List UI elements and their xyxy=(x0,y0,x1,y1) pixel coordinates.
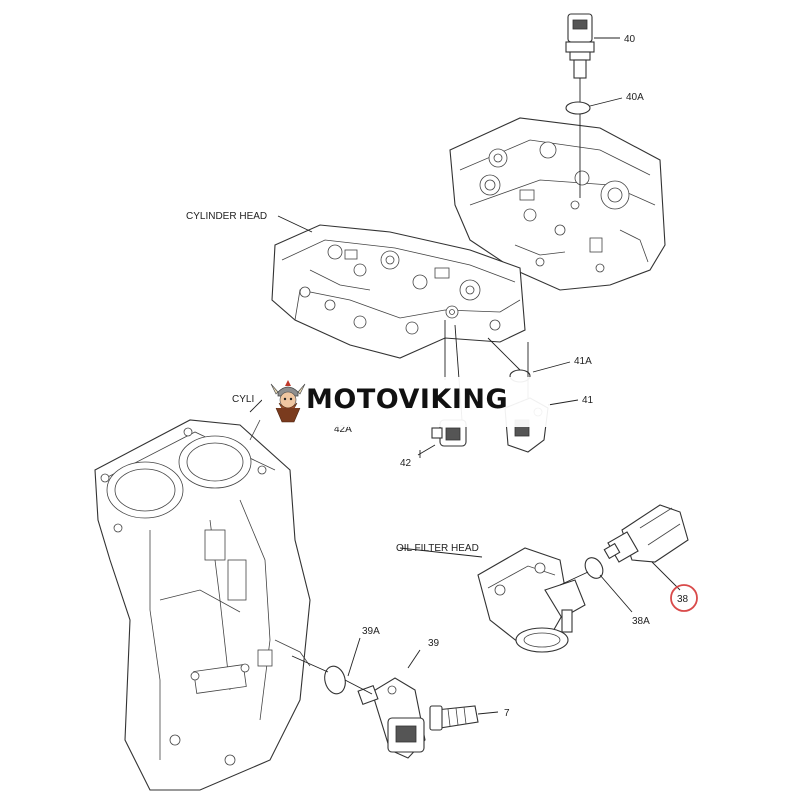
callout-38a: 38A xyxy=(632,616,650,627)
callout-39: 39 xyxy=(428,638,440,649)
brand-name: MOTOVIKING xyxy=(306,384,509,415)
pressure-sensor-38 xyxy=(603,504,689,563)
viking-mascot-icon xyxy=(270,380,306,423)
seal-39a xyxy=(324,665,346,695)
callout-40a: 40A xyxy=(626,92,644,103)
bolt-7 xyxy=(429,705,479,731)
temperature-sensor-40 xyxy=(565,13,595,198)
upper-cylinder-head xyxy=(449,117,666,291)
leader-lines xyxy=(249,37,681,715)
label-oil-filter-head: OIL FILTER HEAD xyxy=(396,543,479,554)
callout-7: 7 xyxy=(504,708,510,719)
callout-42a: 42A xyxy=(334,424,352,435)
cylinder-head xyxy=(271,224,526,359)
speed-sensor-39 xyxy=(357,677,426,759)
label-cylinder-head: CYLINDER HEAD xyxy=(186,211,267,222)
label-cylinder-block: CYLI xyxy=(232,394,254,405)
highlight-ring-38 xyxy=(670,584,698,612)
callout-41a: 41A xyxy=(574,356,592,367)
watermark-banner xyxy=(262,377,550,427)
seal-40a xyxy=(565,101,591,115)
callout-41: 41 xyxy=(582,395,594,406)
cylinder-block xyxy=(94,419,311,791)
callout-40: 40 xyxy=(624,34,636,45)
oil-filter-head xyxy=(477,547,586,653)
callout-38: 38 xyxy=(677,594,689,605)
callout-39a: 39A xyxy=(362,626,380,637)
callout-42: 42 xyxy=(400,458,412,469)
